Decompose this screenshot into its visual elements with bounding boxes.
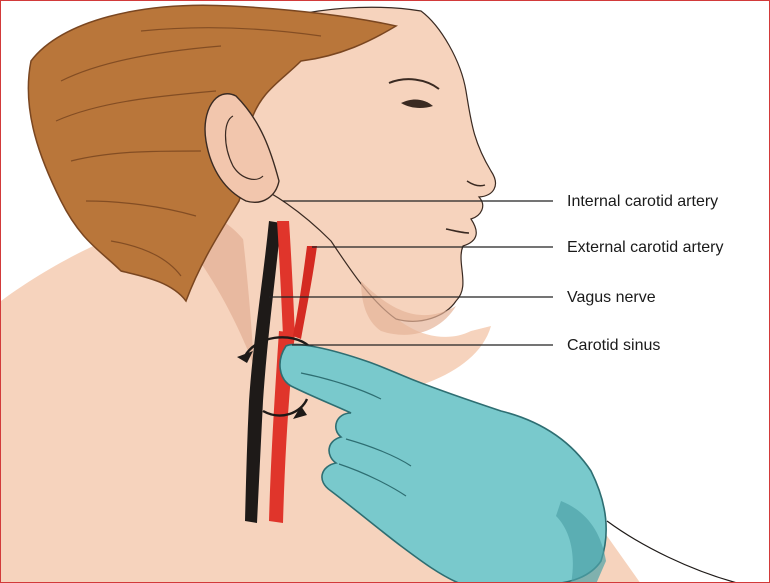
label-vagus-nerve: Vagus nerve [567, 289, 656, 307]
label-internal-carotid-artery: Internal carotid artery [567, 193, 718, 211]
label-carotid-sinus: Carotid sinus [567, 337, 660, 355]
label-external-carotid-artery: External carotid artery [567, 239, 724, 257]
